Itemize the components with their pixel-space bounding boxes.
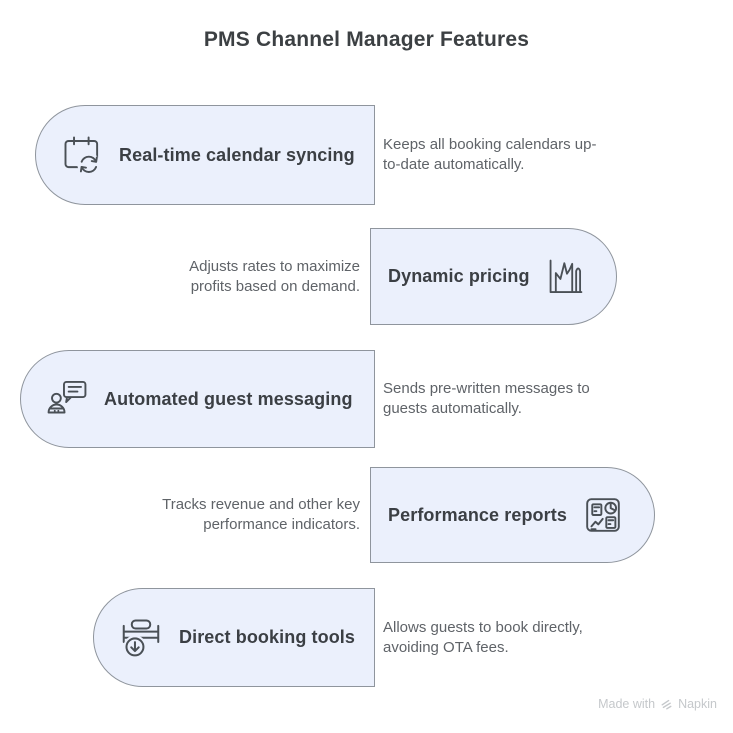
feature-description: Allows guests to book directly, avoiding… xyxy=(383,588,605,687)
feature-description: Adjusts rates to maximize profits based … xyxy=(165,228,360,325)
price-fluctuation-chart-icon xyxy=(544,256,586,298)
feature-title: Real-time calendar syncing xyxy=(119,144,355,165)
feature-description: Tracks revenue and other key performance… xyxy=(145,467,360,563)
feature-card-dynamic-pricing: Dynamic pricing xyxy=(370,228,617,325)
feature-description-text: Adjusts rates to maximize profits based … xyxy=(189,257,360,295)
feature-description-text: Sends pre-written messages to guests aut… xyxy=(383,380,590,417)
feature-description: Sends pre-written messages to guests aut… xyxy=(383,350,605,448)
person-chat-icon xyxy=(45,377,89,421)
napkin-logo-icon xyxy=(660,698,673,711)
feature-card-guest-messaging: Automated guest messaging xyxy=(20,350,375,448)
feature-title: Automated guest messaging xyxy=(104,388,353,409)
watermark-brand: Napkin xyxy=(678,697,717,711)
feature-card-direct-booking: Direct booking tools xyxy=(93,588,375,687)
feature-description: Keeps all booking calendars up-to-date a… xyxy=(383,105,605,205)
calendar-sync-icon xyxy=(60,133,104,177)
report-dashboard-icon xyxy=(581,493,625,537)
page-title: PMS Channel Manager Features xyxy=(203,28,530,51)
bed-download-icon xyxy=(118,615,164,661)
feature-description-text: Tracks revenue and other key performance… xyxy=(162,496,360,533)
feature-card-performance-reports: Performance reports xyxy=(370,467,655,563)
made-with-napkin-watermark[interactable]: Made with Napkin xyxy=(598,697,717,711)
feature-card-calendar-sync: Real-time calendar syncing xyxy=(35,105,375,205)
feature-description-text: Keeps all booking calendars up-to-date a… xyxy=(383,136,597,173)
feature-title: Direct booking tools xyxy=(179,627,356,647)
feature-description-text: Allows guests to book directly, avoiding… xyxy=(383,618,583,656)
feature-title: Performance reports xyxy=(388,504,567,525)
feature-title: Dynamic pricing xyxy=(388,266,530,286)
watermark-prefix: Made with xyxy=(598,697,656,711)
